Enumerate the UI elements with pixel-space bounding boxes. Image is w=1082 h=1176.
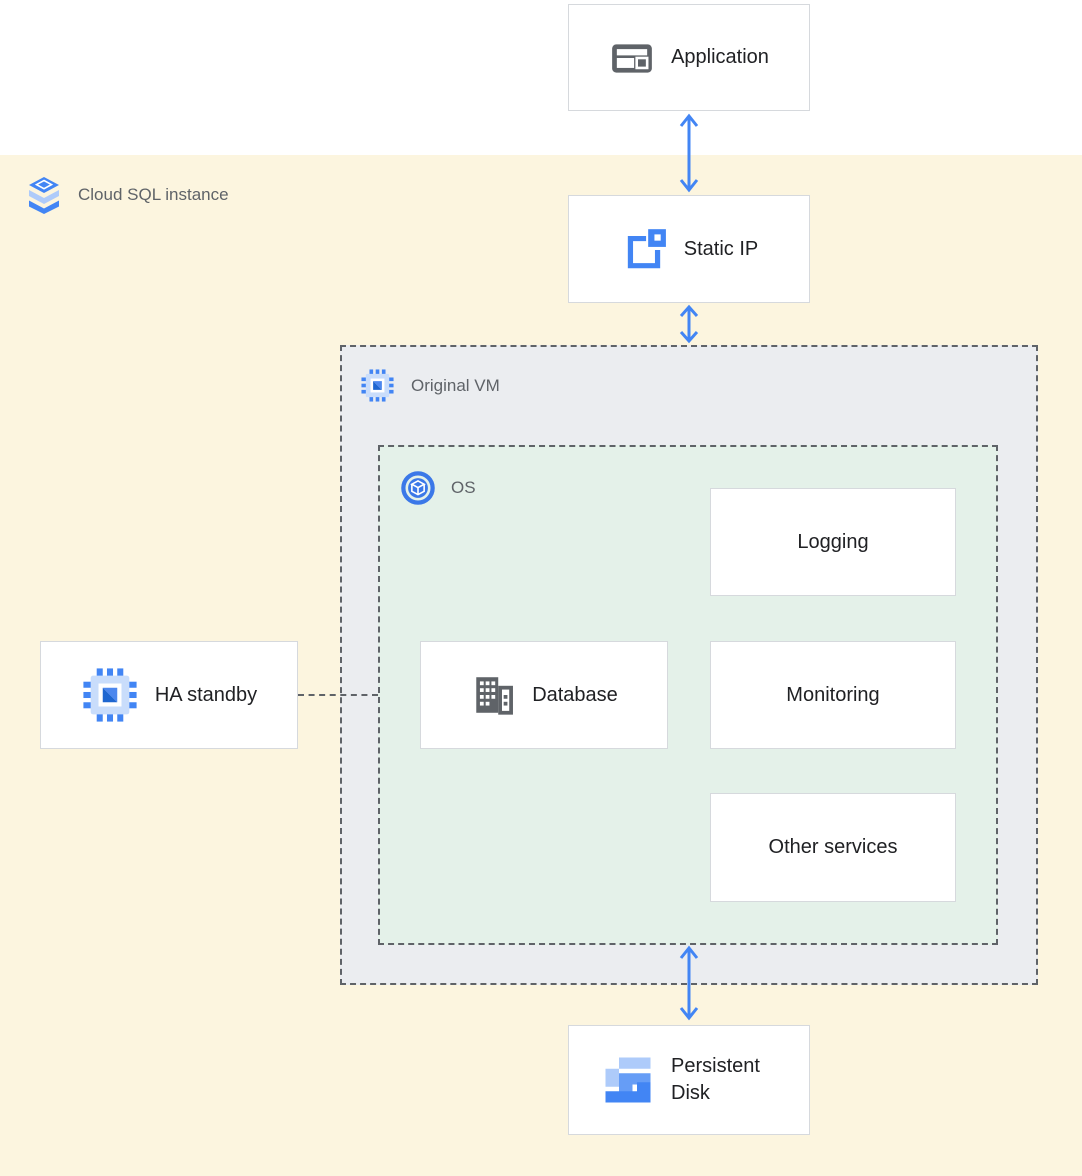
persistent-disk-node: Persistent Disk: [568, 1025, 810, 1135]
static-ip-label: Static IP: [683, 237, 759, 260]
other-services-node: Other services: [710, 793, 956, 902]
monitoring-node: Monitoring: [710, 641, 956, 749]
compute-engine-icon: [361, 369, 394, 402]
ha-standby-node: HA standby: [40, 641, 298, 749]
cloud-sql-icon: [29, 177, 59, 214]
logging-label: Logging: [797, 530, 869, 553]
application-label: Application: [671, 46, 769, 68]
arrow-application-staticip: [679, 113, 699, 193]
persistent-disk-label: Persistent Disk: [671, 1055, 760, 1104]
arrow-vm-persistentdisk: [679, 945, 699, 1021]
database-label: Database: [532, 683, 618, 706]
dashed-connector-hastandby-vm: [298, 694, 378, 696]
compute-engine-icon: [83, 668, 137, 722]
other-services-label: Other services: [768, 836, 898, 858]
cloud-sql-region-label: Cloud SQL instance: [78, 185, 229, 204]
logging-node: Logging: [710, 488, 956, 596]
application-icon: [612, 43, 652, 73]
original-vm-region-label: Original VM: [411, 375, 500, 395]
os-region-header: OS: [401, 471, 476, 505]
monitoring-label: Monitoring: [786, 683, 880, 706]
static-ip-node: Static IP: [568, 195, 810, 303]
arrow-staticip-vm: [679, 304, 699, 344]
ha-standby-label: HA standby: [154, 683, 258, 706]
original-vm-region-header: Original VM: [360, 368, 500, 403]
static-ip-icon: [627, 229, 666, 269]
os-region-label: OS: [451, 478, 476, 497]
database-icon: [476, 677, 514, 715]
database-node: Database: [420, 641, 668, 749]
cloud-sql-region-header: Cloud SQL instance: [26, 176, 229, 214]
application-node: Application: [568, 4, 810, 111]
persistent-disk-icon: [605, 1057, 651, 1103]
os-icon: [401, 471, 435, 505]
